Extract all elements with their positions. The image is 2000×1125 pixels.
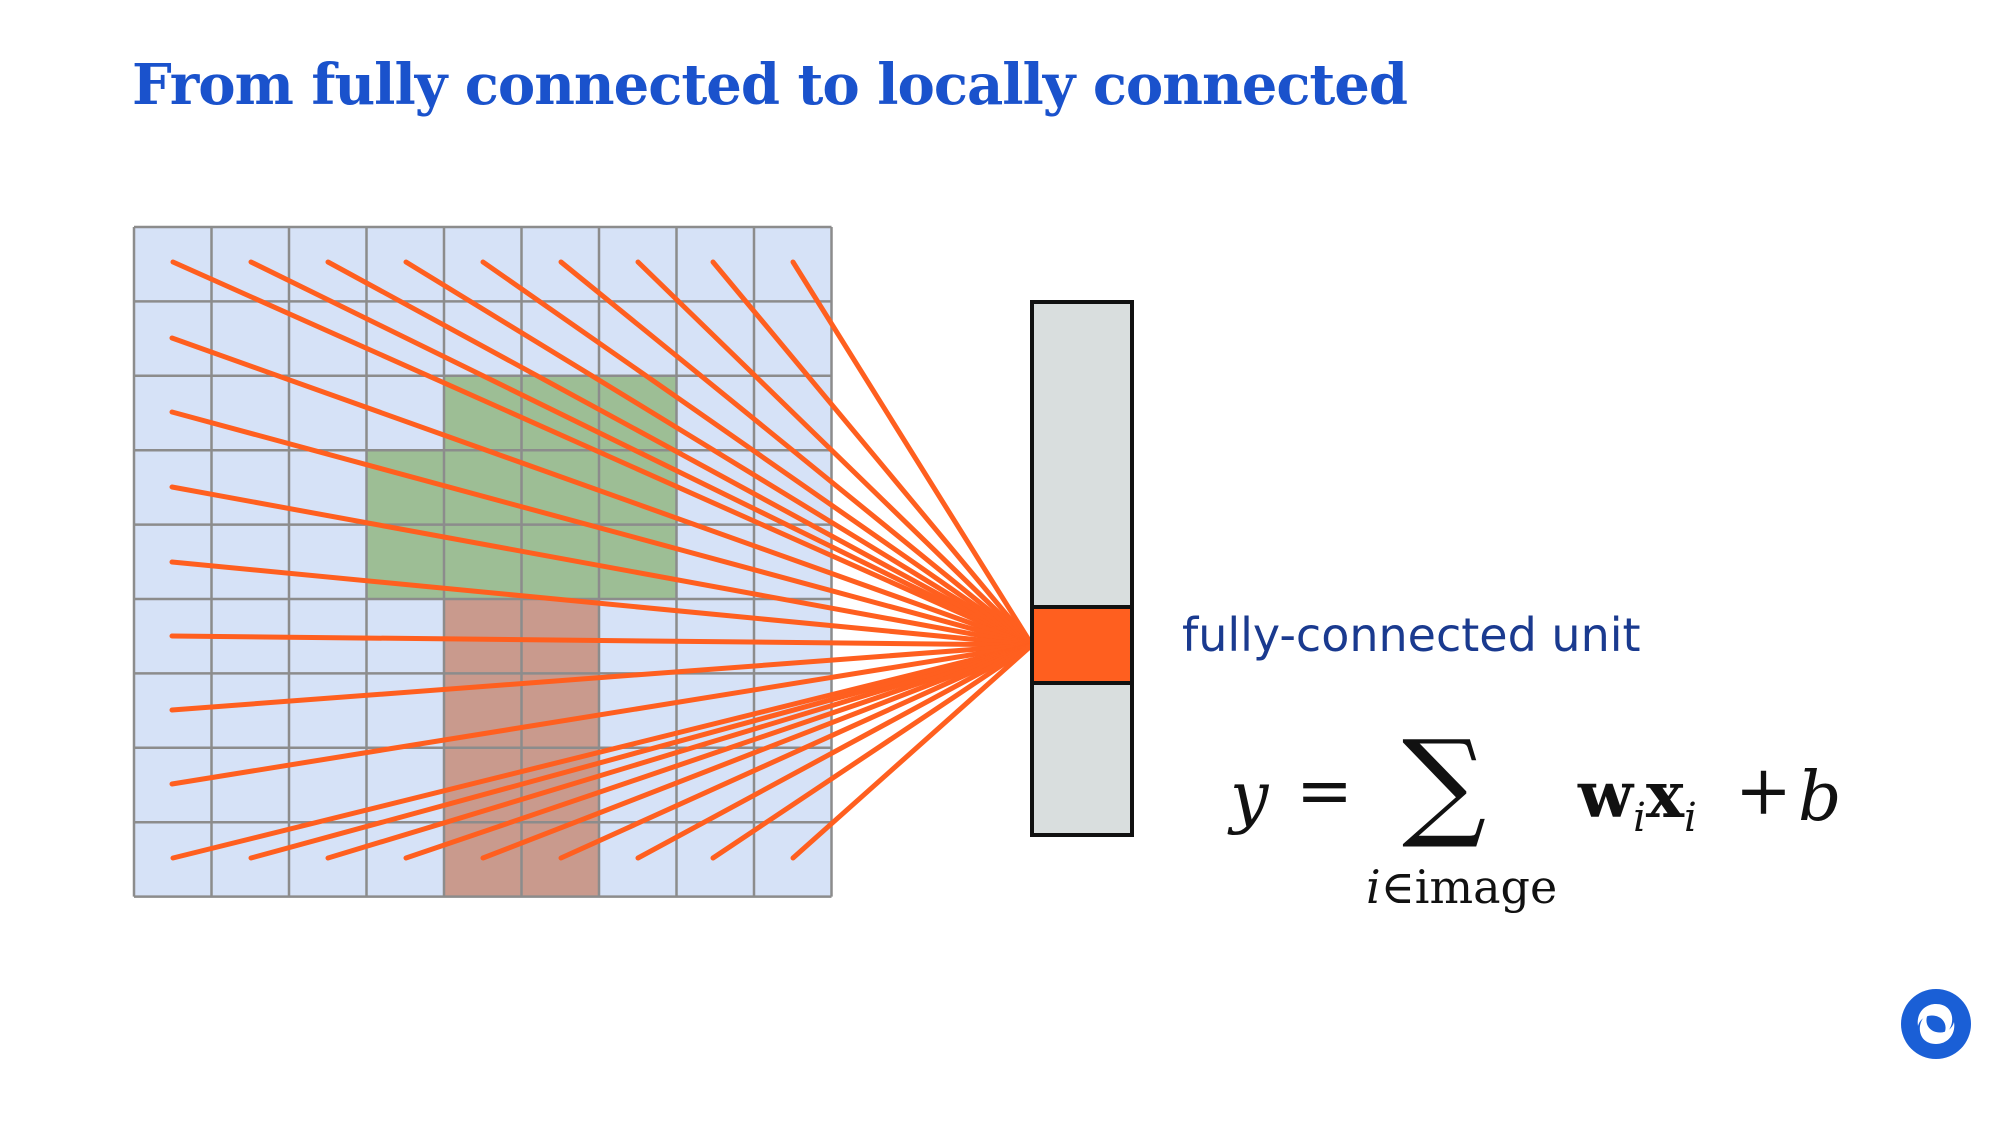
connection-line (248, 259, 1035, 648)
slide-title: From fully connected to locally connecte… (132, 52, 1408, 118)
connection-line (710, 259, 1035, 648)
connection-line (403, 642, 1035, 861)
connection-line (169, 633, 1035, 648)
connection-line (635, 259, 1035, 648)
connection-line (790, 259, 1035, 648)
active-unit (1030, 605, 1134, 685)
connection-line (710, 642, 1035, 861)
formula-output-var: y (1230, 758, 1269, 837)
connection-line (480, 259, 1035, 648)
bias-symbol: b (1798, 758, 1842, 837)
formula-plus: + (1735, 752, 1792, 831)
weight-symbol: w (1578, 758, 1634, 833)
connection-line (169, 409, 1035, 648)
connection-line (169, 484, 1035, 648)
formula-equals: = (1296, 752, 1353, 831)
connection-lines (169, 259, 1035, 861)
output-column (1030, 300, 1134, 837)
connection-line (480, 642, 1035, 861)
sum-symbol: ∑ (1402, 714, 1487, 852)
connection-line (169, 642, 1035, 787)
weight-subscript: i (1633, 794, 1646, 841)
deepmind-logo-icon (1901, 989, 1971, 1059)
connection-line (558, 642, 1035, 861)
unit-label: fully-connected unit (1182, 608, 1641, 662)
output-unit-column (1030, 300, 1134, 837)
connection-line (169, 335, 1035, 648)
sum-subscript: i∈image (1366, 860, 1557, 914)
connection-line (170, 642, 1035, 861)
weighted-term: wixi (1578, 758, 1697, 841)
connection-line (403, 259, 1035, 648)
sum-set: ∈image (1380, 860, 1558, 914)
connection-line (790, 642, 1035, 861)
connection-line (169, 559, 1035, 648)
connection-line (325, 642, 1035, 861)
input-subscript: i (1684, 794, 1697, 841)
formula: y = ∑ i∈image wixi + b (1230, 720, 1870, 920)
connection-line (169, 642, 1035, 713)
input-symbol: x (1645, 758, 1685, 833)
connection-line (325, 259, 1035, 648)
sum-index: i (1366, 860, 1381, 914)
connection-line (248, 642, 1035, 861)
connection-line (558, 259, 1035, 648)
connection-line (170, 259, 1035, 648)
connection-line (635, 642, 1035, 861)
